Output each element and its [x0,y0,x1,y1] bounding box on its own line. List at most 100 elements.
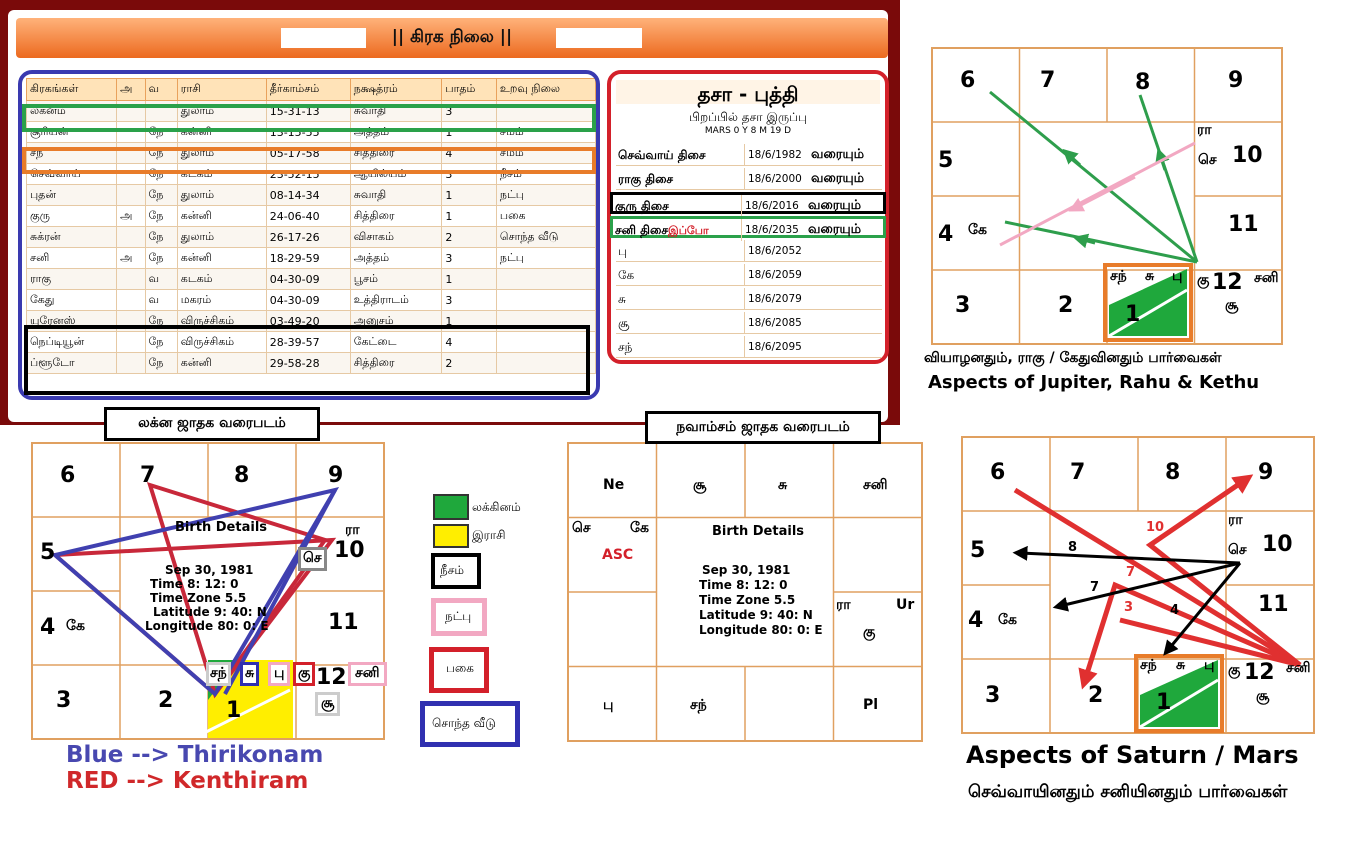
table-cell: ராகு [25,268,118,290]
legend-label: சொந்த வீடு [432,716,496,730]
house-number: 5 [40,540,56,565]
dasa-row: கே18/6/2059 [616,264,882,286]
table-cell: பூசம் [349,268,443,290]
birth-detail-line: Sep 30, 1981 [165,563,254,577]
planet-label: கே [998,612,1017,628]
planet-label: சு [1176,657,1186,673]
house-number: 11 [1258,592,1289,617]
dasa-date: 18/6/1982 [748,149,802,161]
table-cell: நெப்டியூன் [25,331,118,353]
planet-label: கே [630,520,649,536]
table-cell: அத்தம் [349,247,443,269]
lagna-row-green-frame [22,104,596,132]
house-number: 11 [328,610,359,635]
legend-label: லக்கினம் [472,500,521,514]
house-number: 2 [1058,293,1074,318]
table-cell: நே [144,247,178,269]
table-cell: சொந்த வீடு [495,226,597,248]
aspect-number: 7 [1090,580,1100,595]
planet-label: ரா [345,522,360,538]
planet-label: சனி [1254,270,1279,286]
legend-label: பகை [446,661,474,675]
house-number: 7 [140,463,156,488]
aspect-number: 4 [1170,603,1180,618]
table-cell: 3 [441,289,497,311]
aspect-number: 7 [1126,565,1136,580]
planet-label: சூ [315,692,341,716]
dasa-date: 18/6/2000 [748,173,802,185]
planet-label: கே [968,222,987,238]
thirikonam-triangle [50,486,340,698]
dasa-row: பு18/6/2052 [616,240,882,262]
table-cell [116,331,146,353]
dasa-period: செவ்வாய் திசை [618,148,706,162]
table-cell: 1 [441,121,497,143]
table-cell: ஆயில்யம் [349,163,443,185]
dasa-date: 18/6/2079 [748,293,802,305]
dasa-date: 18/6/2085 [748,317,802,329]
house-number: 6 [960,68,976,93]
planet-label: கு [863,624,876,640]
house-number: 3 [955,293,971,318]
dasa-until: வரையும் [811,147,865,162]
house-number: 10 [1232,143,1263,168]
house-number: 4 [40,615,56,640]
table-cell: 1 [441,268,497,290]
planet-label: சு [240,662,260,686]
house-number: 2 [158,688,174,713]
table-cell: கன்னி [176,205,267,227]
house-number: 8 [234,463,250,488]
planet-label: செ [572,520,591,536]
planet-label: Ne [603,477,625,493]
house-number: 8 [1135,70,1151,95]
planet-label: செ [1228,542,1247,558]
birth-details-title: Birth Details [712,524,805,539]
header-bar: || கிரக நிலை || [16,18,888,58]
legend-label: இராசி [472,528,506,542]
dasa-period: சு [618,292,626,306]
planet-label: சு [1145,268,1155,284]
dasa-period: சந் [618,340,633,354]
rahu-aspect-arrow [999,141,1196,247]
house-number: 9 [1228,68,1244,93]
house-number: 4 [968,608,984,633]
table-cell: துலாம் [176,226,267,248]
dasa-period: சூ [618,316,630,330]
planet-label: பு [1172,268,1183,284]
column-header: பாதம் [441,78,497,101]
dasa-period: கே [618,268,635,282]
table-cell: 2 [441,352,497,374]
house-number: 2 [1088,683,1104,708]
table-cell: சுவாதி [349,184,443,206]
dasa-period: சனி திசைஇப்போ [615,223,709,237]
blue-legend-label: Blue --> Thirikonam [66,742,324,768]
table-cell [495,352,597,374]
table-cell: விசாகம் [349,226,443,248]
table-cell: உத்திராடம் [349,289,443,311]
ascendant-label: ASC [602,547,634,563]
dasa-balance: MARS 0 Y 8 M 19 D [704,126,792,136]
birth-detail-line: Latitude 9: 40: N [153,605,267,619]
dasa-subtitle: பிறப்பில் தசா இருப்பு [689,110,807,124]
legend-swatch [433,494,469,520]
legend-swatch [431,598,487,636]
jupiter-chart-grid [931,47,1283,345]
table-cell: கன்னி [176,352,267,374]
house-number: 1 [1156,690,1172,715]
planet-label: சூ [693,477,707,493]
planet-label: சனி [863,477,888,493]
planet-label: சு [778,477,788,493]
planet-label: செ [1198,152,1217,168]
redacted-name-right [556,28,642,48]
table-cell [116,163,146,185]
table-cell [116,226,146,248]
house-number: 6 [60,463,76,488]
table-cell [116,352,146,374]
saturn-aspect-arrows [1013,474,1302,690]
moon-row-orange-frame [22,147,596,174]
